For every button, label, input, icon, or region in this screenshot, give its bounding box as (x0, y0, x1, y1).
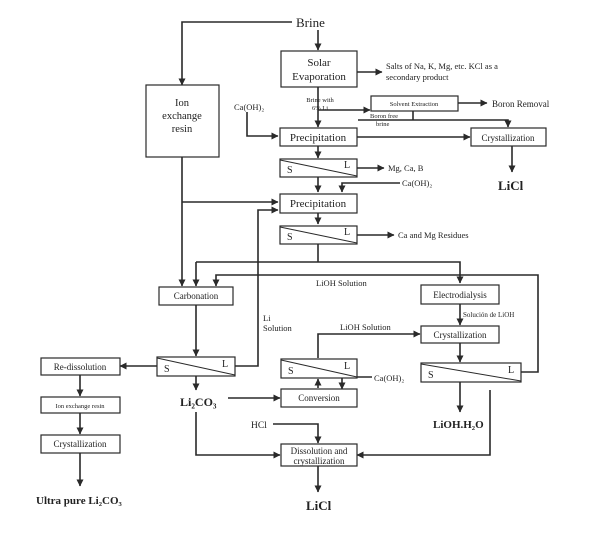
carbonation-label: Carbonation (174, 291, 219, 301)
dissolution-label: Dissolution and (291, 446, 348, 456)
lioh-solution-top-label: LiOH Solution (316, 278, 368, 288)
ion-exchange-resin-small-box: Ion exchange resin (40, 396, 121, 414)
precipitation-label-1: Precipitation (290, 132, 347, 144)
resin-label: resin (172, 124, 193, 135)
caoh2-conversion-label: Ca(OH)₂ (374, 373, 404, 383)
connector (195, 412, 281, 459)
carbonation-box: Carbonation (158, 286, 234, 306)
li2co3-product: Li₂CO₃ (180, 395, 217, 409)
connector (317, 330, 421, 358)
precipitation-box-2: Precipitation (279, 193, 358, 214)
solar-label: Solar (307, 57, 331, 69)
connector (212, 274, 539, 373)
brine-label: Brine (296, 15, 325, 30)
redissolution-label: Re-dissolution (54, 362, 107, 372)
separator-1: S L (279, 158, 358, 178)
solvent-extraction-box: Solvent Extraction (370, 95, 459, 112)
separator-right: S L (420, 362, 522, 383)
separator-l-label: L (222, 359, 228, 370)
crystallization-box-mid: Crystallization (420, 325, 500, 344)
conversion-label: Conversion (298, 393, 340, 403)
lioh-h2o-product: LiOH.H₂O (433, 419, 484, 431)
solar-evaporation-box: Solar Evaporation (280, 50, 358, 88)
precipitation-label-2: Precipitation (290, 198, 347, 210)
solution-label: Solution (263, 323, 293, 333)
licl-bottom-product: LiCl (306, 498, 332, 513)
connector (338, 182, 400, 193)
crystallization-box-top: Crystallization (470, 127, 547, 147)
caoh2-sep1-label: Ca(OH)₂ (402, 178, 432, 188)
boron-free-label: Boron free (370, 113, 398, 120)
solvent-extraction-label: Solvent Extraction (390, 101, 439, 108)
lioh-solution-mid-label: LiOH Solution (340, 322, 392, 332)
separator-l-label: L (344, 361, 350, 372)
mg-ca-b-label: Mg, Ca, B (388, 163, 424, 173)
crystallization-label-top: Crystallization (482, 133, 535, 143)
caoh2-left-label: Ca(OH)₂ (234, 102, 264, 112)
boron-removal-label: Boron Removal (492, 99, 550, 109)
connector (358, 119, 512, 128)
ion-label: Ion (175, 98, 190, 109)
redissolution-box: Re-dissolution (40, 357, 121, 376)
separator-s-label: S (288, 366, 294, 377)
separator-left: S L (156, 356, 236, 377)
ca-mg-residues-label: Ca and Mg Residues (398, 230, 469, 240)
connector (246, 112, 279, 140)
separator-s-label: S (287, 232, 293, 243)
connector (356, 390, 491, 459)
dissolution-crystallization-box: Dissolution and crystallization (280, 443, 358, 467)
brine-small-label: brine (376, 121, 389, 128)
six-percent-li-label: 6% Li (312, 105, 328, 112)
separator-s-label: S (428, 370, 434, 381)
ion-exchange-small-label: Ion exchange resin (55, 403, 105, 410)
evaporation-label: Evaporation (292, 71, 346, 83)
solucion-lioh-label: Solución de LiOH (463, 311, 514, 319)
brine-with-label: Brine with (306, 97, 334, 104)
exchange-label: exchange (162, 111, 202, 122)
separator-2: S L (279, 225, 358, 245)
crystallization-box-left: Crystallization (40, 434, 121, 454)
connector (338, 376, 372, 390)
precipitation-box-1: Precipitation (279, 127, 358, 147)
ultra-pure-li2co3-product: Ultra pure Li₂CO₃ (36, 495, 123, 507)
separator-l-label: L (508, 365, 514, 376)
separator-s-label: S (164, 364, 170, 375)
connector (273, 423, 322, 444)
connector (196, 261, 464, 284)
connector (178, 21, 292, 86)
connector (235, 206, 279, 367)
separator-mid: S L (280, 358, 358, 379)
ion-exchange-resin-box: Ion exchange resin (145, 84, 220, 158)
secondary-product-label: secondary product (386, 72, 449, 82)
crystallization-label-dissol: crystallization (294, 456, 345, 466)
separator-s-label: S (287, 165, 293, 176)
separator-l-label: L (344, 227, 350, 238)
electrodialysis-box: Electrodialysis (420, 284, 500, 305)
licl-top-product: LiCl (498, 178, 524, 193)
salts-label: Salts of Na, K, Mg, etc. KCl as a (386, 61, 498, 71)
electrodialysis-label: Electrodialysis (433, 290, 487, 300)
separator-l-label: L (344, 160, 350, 171)
li-label: Li (263, 313, 271, 323)
conversion-box: Conversion (280, 388, 358, 408)
connectors (76, 21, 539, 493)
hcl-label: HCl (251, 421, 267, 431)
crystallization-label-mid: Crystallization (434, 330, 487, 340)
crystallization-label-left: Crystallization (54, 439, 107, 449)
